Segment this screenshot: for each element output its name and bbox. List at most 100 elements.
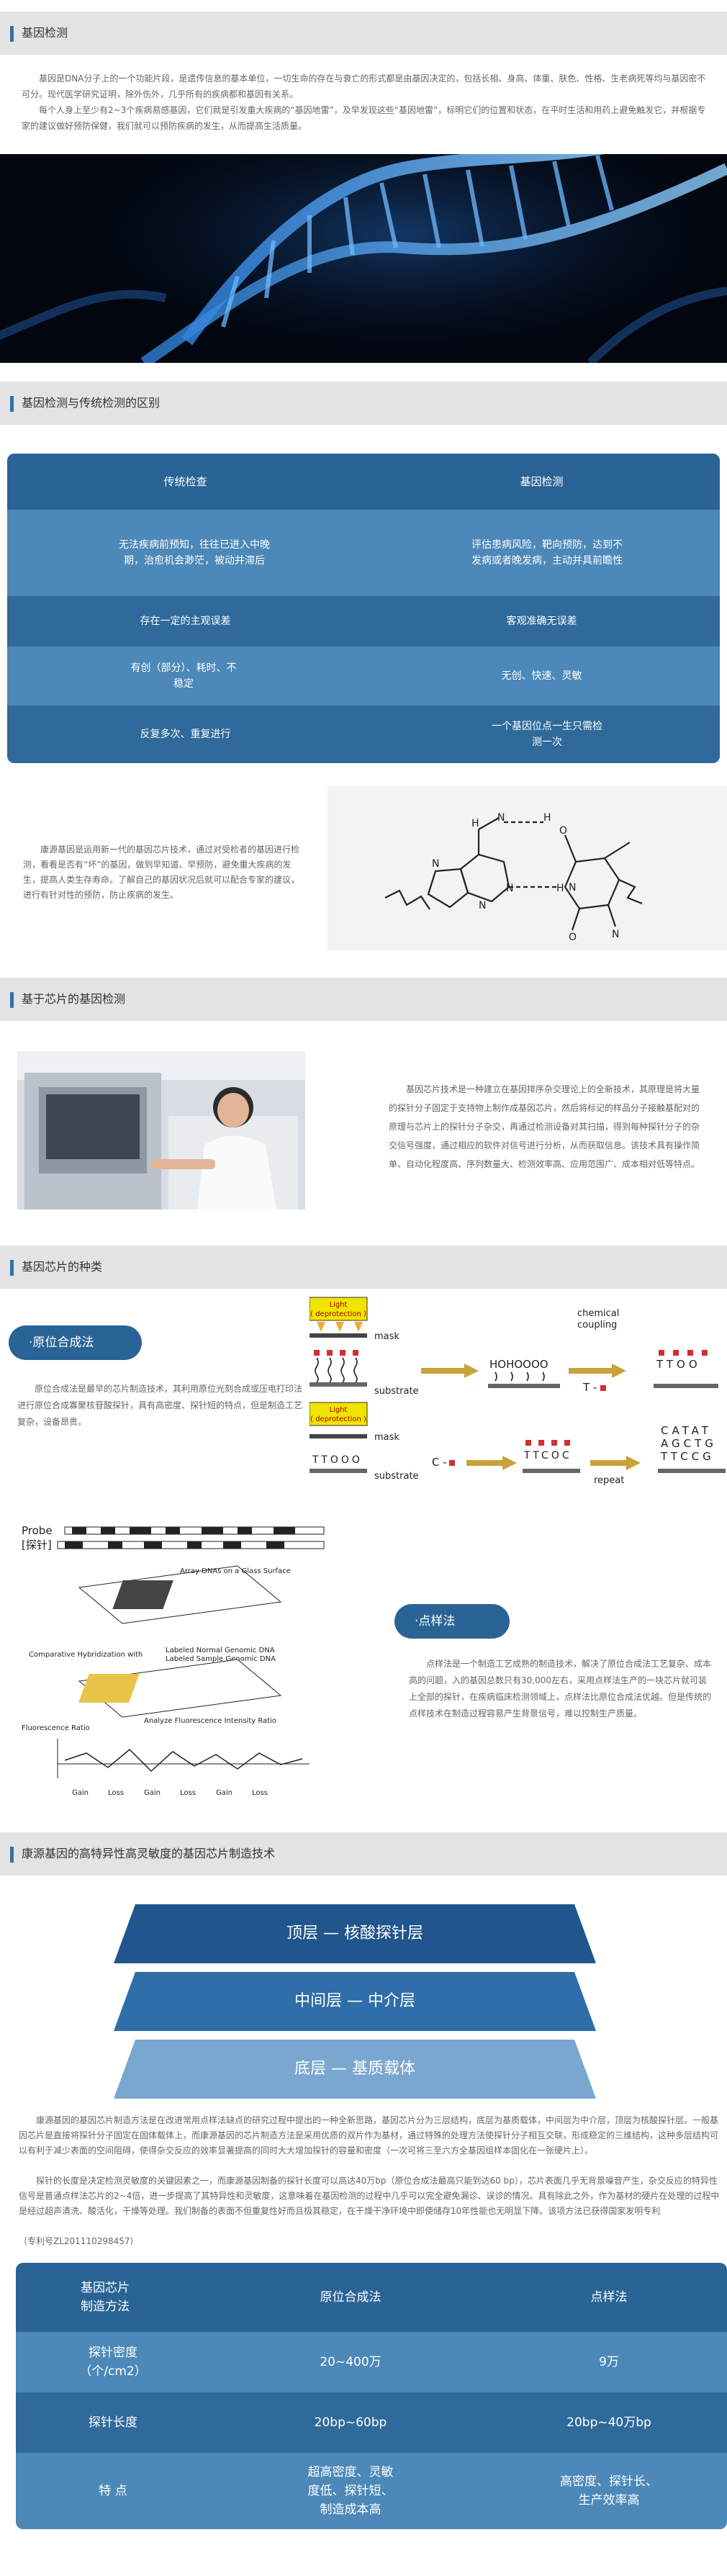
comparison-row: 反复多次、重复进行 一个基因位点一生只需检测一次 <box>7 706 720 763</box>
cell-gene-test: 评估患病风险，靶向预防，达到不发病或者晚发病，主动并具前瞻性 <box>471 539 623 567</box>
svg-text:Probe: Probe <box>22 1524 53 1537</box>
table-row: 探针密度 （个/cm2） 20~400万 9万 <box>16 2332 727 2392</box>
intro-paragraph-2: 每个人身上至少有2~3个疾病易感基因，它们就是引发重大疾病的“基因地雷”，及早发… <box>22 105 706 131</box>
svg-text:substrate: substrate <box>374 1471 419 1482</box>
method-comparison-table: 基因芯片 制造方法 原位合成法 点样法 探针密度 （个/cm2） 20~400万… <box>16 2263 727 2529</box>
in-situ-text: 原位合成法是最早的芯片制造技术，其利用原位光刻合成或压电打印法进行原位合成寡聚核… <box>17 1384 303 1427</box>
cell-gene-test: 客观准确无误差 <box>506 616 577 627</box>
svg-text:TTOOO: TTOOO <box>312 1454 363 1466</box>
spotting-text: 点样法是一个制造工艺成熟的制造技术，解决了原位合成法工艺复杂、成本高的问题，入的… <box>409 1659 712 1719</box>
cell-gene-test: 无创、快速、灵敏 <box>501 670 582 682</box>
svg-text:coupling: coupling <box>577 1320 617 1330</box>
svg-text:N: N <box>479 900 486 911</box>
table-header-row: 基因芯片 制造方法 原位合成法 点样法 <box>16 2263 727 2332</box>
cell-label: 特 点 <box>99 2484 127 2498</box>
svg-text:C -: C - <box>432 1456 447 1469</box>
dna-helix-image <box>0 154 727 363</box>
header-method: 基因芯片 制造方法 <box>81 2281 130 2314</box>
svg-text:HOHOOOO: HOHOOOO <box>489 1358 548 1371</box>
svg-text:TTCCG: TTCCG <box>660 1450 715 1463</box>
spotting-title-pill: ·点样法 <box>394 1604 510 1639</box>
svg-text:Loss: Loss <box>180 1789 196 1797</box>
comparison-row: 存在一定的主观误差 客观准确无误差 <box>7 596 720 647</box>
cell-traditional: 无法疾病前预知，往往已进入中晚期，治愈机会渺茫，被动并滞后 <box>119 539 270 567</box>
svg-text:Loss: Loss <box>252 1789 268 1797</box>
cell-traditional: 有创（部分）、耗时、不稳定 <box>130 662 237 690</box>
svg-text:T -: T - <box>582 1381 597 1394</box>
section-header-chip-test: 基于芯片的基因检测 <box>0 978 727 1021</box>
section-title: 基因检测与传统检测的区别 <box>22 396 161 410</box>
svg-text:N: N <box>432 858 439 870</box>
svg-text:chemical: chemical <box>577 1308 619 1319</box>
svg-text:TTOO: TTOO <box>656 1358 701 1371</box>
tech-paragraph-1: 康源基因的基因芯片制造方法是在改进常用点样法缺点的研究过程中提出的一种全新思路，… <box>19 2115 719 2156</box>
table-row: 探针长度 20bp~60bp 20bp~40万bp <box>16 2392 727 2453</box>
header-traditional: 传统检查 <box>163 475 207 488</box>
cell-label: 探针长度 <box>89 2415 137 2430</box>
svg-text:O: O <box>569 932 577 943</box>
svg-text:N: N <box>569 882 576 893</box>
svg-text:H: H <box>543 812 551 824</box>
svg-text:( deprotection ): ( deprotection ) <box>310 1415 366 1423</box>
svg-text:Array DNAs on a Glass Surface: Array DNAs on a Glass Surface <box>180 1567 291 1575</box>
svg-text:Fluorescence Ratio: Fluorescence Ratio <box>22 1724 90 1732</box>
layer-bottom: 底层 — 基质载体 <box>294 2060 415 2078</box>
svg-text:Labeled Sample Genomic DNA: Labeled Sample Genomic DNA <box>166 1655 276 1663</box>
section-title: 基因检测 <box>22 26 68 40</box>
svg-text:Gain: Gain <box>72 1789 89 1797</box>
cell-spotting: 20bp~40万bp <box>566 2415 651 2430</box>
layer-top: 顶层 — 核酸探针层 <box>286 1924 423 1942</box>
chip-description-text: 基因芯片技术是一种建立在基因排序杂交理论上的全新技术，其原理是将大量的探针分子固… <box>389 1084 700 1169</box>
svg-text:Light: Light <box>330 1406 348 1414</box>
cell-traditional: 反复多次、重复进行 <box>140 729 231 740</box>
svg-text:AGCTG: AGCTG <box>661 1437 717 1450</box>
cell-spotting: 9万 <box>599 2355 619 2369</box>
svg-text:N: N <box>612 929 619 940</box>
cell-in-situ: 超高密度、灵敏 度低、探针短、 制造成本高 <box>307 2465 394 2517</box>
section-header-gene-test: 基因检测 <box>0 12 727 55</box>
in-situ-diagram: Light ( deprotection ) mask substrate HO… <box>309 1296 727 1490</box>
svg-text:TTCOC: TTCOC <box>523 1450 572 1462</box>
svg-text:O: O <box>559 825 567 837</box>
cell-in-situ: 20~400万 <box>320 2355 381 2369</box>
section-header-chip-types: 基因芯片的种类 <box>0 1246 727 1289</box>
intro-paragraph-1: 基因是DNA分子上的一个功能片段，是遗传信息的基本单位，一切生命的存在与衰亡的形… <box>22 73 706 99</box>
table-row: 特 点 超高密度、灵敏 度低、探针短、 制造成本高 高密度、探针长、 生产效率高 <box>16 2453 727 2529</box>
layer-middle: 中间层 — 中介层 <box>294 1992 415 2010</box>
cell-spotting: 高密度、探针长、 生产效率高 <box>560 2474 658 2508</box>
patent-number: （专利号ZL201110298457） <box>19 2236 139 2246</box>
header-spotting: 点样法 <box>590 2290 628 2305</box>
section-header-kangyuan-tech: 康源基因的高特异性高灵敏度的基因芯片制造技术 <box>0 1832 727 1875</box>
layer-diagram: 顶层 — 核酸探针层 中间层 — 中介层 底层 — 基质载体 <box>114 1904 596 2099</box>
svg-text:Labeled Normal Genomic DNA: Labeled Normal Genomic DNA <box>166 1647 275 1654</box>
cell-gene-test: 一个基因位点一生只需检测一次 <box>492 721 602 748</box>
svg-text:H: H <box>556 883 564 894</box>
svg-text:Comparative Hybridization with: Comparative Hybridization with <box>29 1651 143 1659</box>
section-header-comparison: 基因检测与传统检测的区别 <box>0 382 727 425</box>
svg-text:Loss: Loss <box>108 1789 124 1797</box>
header-gene-test: 基因检测 <box>520 475 564 488</box>
svg-text:Gain: Gain <box>216 1789 232 1797</box>
svg-text:Analyze Fluorescence Intensity: Analyze Fluorescence Intensity Ratio <box>144 1717 276 1725</box>
svg-text:mask: mask <box>374 1432 399 1443</box>
mask-label: mask <box>374 1331 399 1342</box>
lab-photo <box>17 1051 305 1210</box>
svg-text:H: H <box>471 818 479 829</box>
cell-traditional: 存在一定的主观误差 <box>140 616 231 627</box>
cell-label: 探针密度 （个/cm2） <box>79 2346 147 2379</box>
svg-text:N: N <box>497 812 505 824</box>
comparison-table: 传统检查 基因检测 无法疾病前预知，往往已进入中晚期，治愈机会渺茫，被动并滞后 … <box>7 454 720 763</box>
cell-in-situ: 20bp~60bp <box>314 2415 387 2430</box>
svg-text:Gain: Gain <box>144 1789 161 1797</box>
tech-paragraph-2: 探针的长度是决定检测灵敏度的关键因素之一，而康源基因制备的探针长度可以高达40万… <box>19 2176 720 2216</box>
spotting-diagram: Probe [探针] Array DNAs on a Glass Surface… <box>22 1523 331 1800</box>
section-title: 康源基因的高特异性高灵敏度的基因芯片制造技术 <box>22 1847 276 1860</box>
svg-text:substrate: substrate <box>374 1386 419 1397</box>
svg-text:( deprotection ): ( deprotection ) <box>310 1310 366 1318</box>
kangyuan-intro-text: 康源基因是运用新一代的基因芯片技术，通过对受检者的基因进行检测，看看是否有“坏”… <box>23 845 300 900</box>
section-title: 基于芯片的基因检测 <box>22 992 126 1006</box>
svg-text:Light: Light <box>330 1301 348 1309</box>
comparison-header-row: 传统检查 基因检测 <box>7 454 720 510</box>
in-situ-title-pill: ·原位合成法 <box>9 1325 142 1360</box>
